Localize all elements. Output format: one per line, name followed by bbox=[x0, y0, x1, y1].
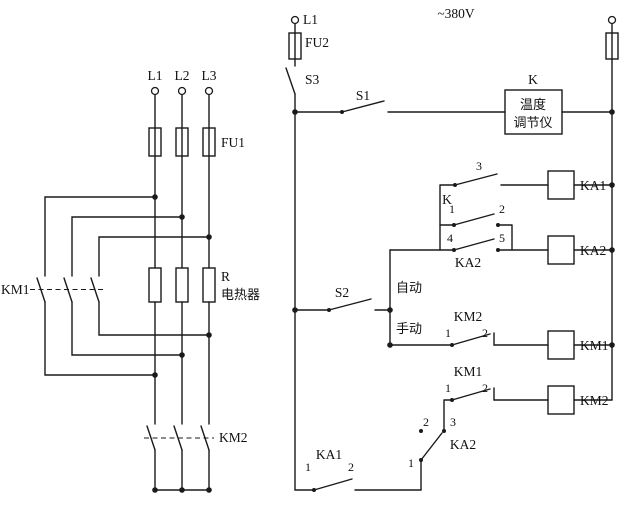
fuse-fu2: FU2 bbox=[288, 32, 329, 60]
relay-ka2-coil: KA2 bbox=[547, 235, 606, 265]
k-terminal-1-label: 1 bbox=[449, 202, 455, 216]
switch-s2: S2 bbox=[327, 285, 372, 312]
terminal-l2 bbox=[177, 86, 187, 96]
km1-nc-t1-label: 1 bbox=[445, 381, 451, 395]
right-rail-fuse bbox=[605, 32, 619, 60]
phase-l1-label: L1 bbox=[148, 68, 163, 83]
controller-ref-label: K bbox=[528, 72, 538, 87]
resistor-label: R bbox=[221, 269, 230, 284]
contactor-km2-coil: KM2 bbox=[547, 385, 609, 415]
temp-controller-box: K 温度 调节仪 bbox=[504, 72, 563, 135]
contactor-km2-contacts: KM2 bbox=[144, 425, 248, 451]
manual-mode-label: 手动 bbox=[396, 321, 422, 336]
control-junctions bbox=[292, 109, 615, 348]
k-contact-3: 3 bbox=[453, 159, 498, 187]
ka1-no-ref-label: KA1 bbox=[316, 447, 342, 462]
ka2-co-t2-label: 2 bbox=[423, 415, 429, 429]
km2-nc-ref-label: KM2 bbox=[454, 309, 483, 324]
k-terminal-3-label: 3 bbox=[476, 159, 482, 173]
phase-l3-label: L3 bbox=[202, 68, 217, 83]
terminal-l3 bbox=[204, 86, 214, 96]
km2-interlock-contact: KM2 1 2 bbox=[445, 309, 495, 347]
km1-nc-t2-label: 2 bbox=[482, 381, 488, 395]
auto-mode-label: 自动 bbox=[396, 280, 422, 295]
ka2-hold-contact-label: KA2 bbox=[455, 255, 481, 270]
supply-voltage-label: ~380V bbox=[437, 6, 475, 21]
power-junctions bbox=[152, 194, 212, 493]
control-wires bbox=[294, 23, 613, 491]
k-terminal-2-label: 2 bbox=[499, 202, 505, 216]
power-wires bbox=[44, 93, 210, 491]
k-terminal-4-label: 4 bbox=[447, 231, 453, 245]
ka1-no-t2-label: 2 bbox=[348, 460, 354, 474]
fuse-fu1: FU1 bbox=[148, 127, 245, 157]
controller-name-line1: 温度 bbox=[520, 97, 546, 112]
k-terminal-5-label: 5 bbox=[499, 231, 505, 245]
phase-l2-label: L2 bbox=[175, 68, 190, 83]
heater-resistors: R 电热器 bbox=[148, 267, 260, 303]
ka2-co-t3-label: 3 bbox=[450, 415, 456, 429]
km1-contacts-label: KM1 bbox=[1, 282, 30, 297]
k-output-contacts: K 1 2 4 5 KA2 bbox=[442, 192, 505, 270]
km2-nc-t1-label: 1 bbox=[445, 326, 451, 340]
control-section: ~380V L1 bbox=[285, 6, 619, 492]
ka1-no-t1-label: 1 bbox=[305, 460, 311, 474]
ka1-no-contact: 1 KA1 2 bbox=[305, 447, 354, 492]
km2-contacts-label: KM2 bbox=[219, 430, 248, 445]
control-l1-label: L1 bbox=[303, 12, 318, 27]
km1-interlock-contact: KM1 1 2 bbox=[445, 364, 495, 402]
terminal-l1 bbox=[150, 86, 160, 96]
relay-ka1-coil: KA1 bbox=[547, 170, 606, 200]
contactor-km1-contacts: KM1 bbox=[1, 277, 105, 303]
fu1-label: FU1 bbox=[221, 135, 245, 150]
switch-s3: S3 bbox=[285, 67, 320, 95]
heater-label: 电热器 bbox=[221, 287, 260, 302]
s2-label: S2 bbox=[335, 285, 349, 300]
ka2-coil-label: KA2 bbox=[580, 243, 606, 258]
ka2-co-ref-label: KA2 bbox=[450, 437, 476, 452]
contactor-km1-coil: KM1 bbox=[547, 330, 609, 360]
control-right-terminal bbox=[607, 15, 617, 25]
s3-label: S3 bbox=[305, 72, 320, 87]
fu2-label: FU2 bbox=[305, 35, 329, 50]
km1-coil-label: KM1 bbox=[580, 338, 609, 353]
km2-nc-t2-label: 2 bbox=[482, 326, 488, 340]
power-section: L1 L2 L3 FU1 KM1 R 电热器 KM2 bbox=[1, 68, 260, 493]
ka1-coil-label: KA1 bbox=[580, 178, 606, 193]
ka2-co-t1-label: 1 bbox=[408, 456, 414, 470]
km1-nc-ref-label: KM1 bbox=[454, 364, 483, 379]
k-contacts-ref-label: K bbox=[442, 192, 452, 207]
ka2-changeover-contact: 2 3 KA2 1 bbox=[408, 415, 476, 470]
km2-coil-label: KM2 bbox=[580, 393, 609, 408]
control-l1-terminal bbox=[290, 15, 300, 25]
switch-s1: S1 bbox=[340, 88, 385, 114]
s1-label: S1 bbox=[356, 88, 370, 103]
controller-name-line2: 调节仪 bbox=[513, 115, 552, 130]
